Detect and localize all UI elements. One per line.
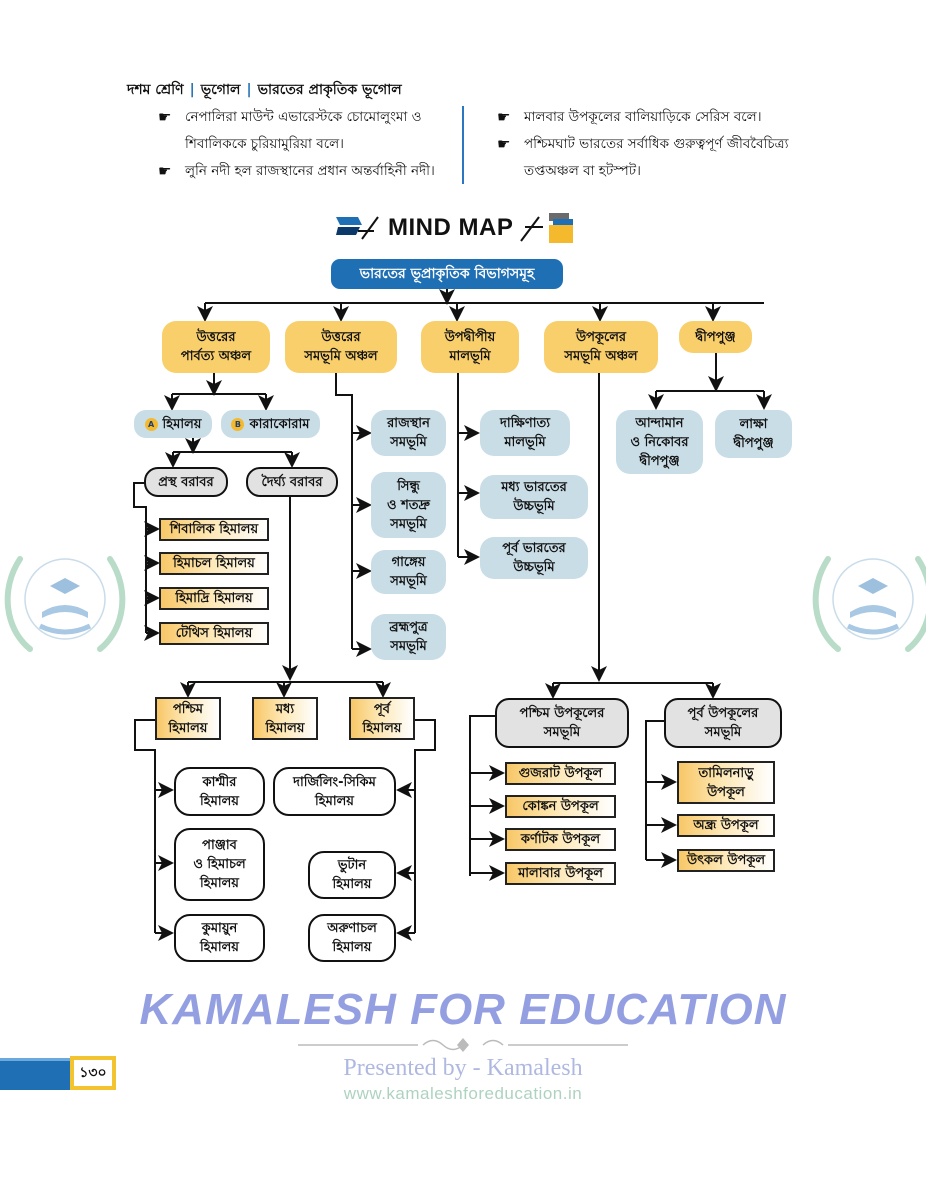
book-stack-icon	[336, 216, 379, 240]
region-western-himalaya: পশ্চিম হিমালয়	[155, 697, 221, 740]
plain-rajasthan: রাজস্থান সমভূমি	[371, 410, 446, 456]
plateau-deccan: দাক্ষিণাত্য মালভূমি	[480, 410, 570, 456]
range-himadri: হিমাদ্রি হিমালয়	[159, 587, 269, 610]
coast-andhra: অন্ধ্র উপকূল	[677, 814, 775, 837]
tips-divider	[462, 106, 464, 184]
tip-item: ☛নেপালিরা মাউন্ট এভারেস্টকে চোমোলুংমা ও …	[158, 104, 458, 158]
root-node: ভারতের ভূপ্রাকৃতিক বিভাগসমূহ	[331, 259, 563, 289]
coast-utkal: উৎকল উপকূল	[677, 849, 775, 872]
coast-konkan: কোঙ্কন উপকূল	[505, 795, 616, 818]
tip-item: ☛পশ্চিমঘাট ভারতের সর্বাধিক গুরুত্বপূর্ণ …	[497, 131, 807, 185]
watermark-url: www.kamaleshforeducation.in	[343, 1084, 583, 1103]
plateau-eastern-highlands: পূর্ব ভারতের উচ্চভূমি	[480, 537, 588, 579]
watermark-flourish	[298, 1038, 628, 1052]
sub-bhutan-himalaya: ভুটান হিমালয়	[308, 851, 396, 899]
along-length-node: দৈর্ঘ্য বরাবর	[246, 467, 338, 497]
sub-darjeeling-sikkim-himalaya: দার্জিলিং-সিকিম হিমালয়	[273, 767, 396, 816]
page-number: ১৩০	[70, 1056, 116, 1090]
plateau-central-highlands: মধ্য ভারতের উচ্চভূমি	[480, 475, 588, 519]
mind-map-heading: MIND MAP	[334, 210, 579, 246]
division-coastal-plains: উপকূলের সমভূমি অঞ্চল	[544, 321, 658, 373]
region-central-himalaya: মধ্য হিমালয়	[252, 697, 318, 740]
coast-tamilnadu: তামিলনাড়ু উপকূল	[677, 761, 775, 804]
sub-punjab-himachal-himalaya: পাঞ্জাব ও হিমাচল হিমালয়	[174, 828, 265, 901]
division-peninsular-plateau: উপদ্বীপীয় মালভূমি	[421, 321, 519, 373]
island-andaman-nicobar: আন্দামান ও নিকোবর দ্বীপপুঞ্জ	[616, 410, 703, 474]
range-himachal: হিমাচল হিমালয়	[159, 552, 269, 575]
watermark-title: KAMALESH FOR EDUCATION	[139, 985, 787, 1034]
watermark-seal-right	[812, 556, 926, 652]
folder-icon	[520, 213, 574, 243]
breadcrumb-separator: |	[189, 82, 195, 98]
division-northern-plains: উত্তরের সমভূমি অঞ্চল	[285, 321, 397, 373]
breadcrumb-chapter: ভারতের প্রাকৃতিক ভূগোল	[257, 82, 402, 98]
watermark-presented-by: Presented by - Kamalesh	[343, 1055, 583, 1081]
breadcrumb-separator: |	[246, 82, 252, 98]
pointing-hand-icon: ☛	[158, 162, 172, 180]
breadcrumb: দশম শ্রেণি | ভূগোল | ভারতের প্রাকৃতিক ভূগোল	[127, 78, 402, 102]
west-coastal-plain: পশ্চিম উপকূলের সমভূমি	[495, 698, 629, 748]
coast-gujarat: গুজরাট উপকূল	[505, 762, 616, 785]
badge-b: B	[231, 417, 245, 431]
sub-kashmir-himalaya: কাশ্মীর হিমালয়	[174, 767, 265, 816]
plain-ganga: গাঙ্গেয় সমভূমি	[371, 550, 446, 594]
tips-left: ☛নেপালিরা মাউন্ট এভারেস্টকে চোমোলুংমা ও …	[158, 104, 458, 185]
breadcrumb-class: দশম শ্রেণি	[127, 82, 184, 98]
tip-item: ☛মালবার উপকূলের বালিয়াড়িকে সেরিস বলে।	[497, 104, 807, 131]
sub-arunachal-himalaya: অরুণাচল হিমালয়	[308, 914, 396, 962]
range-shivalik: শিবালিক হিমালয়	[159, 518, 269, 541]
region-eastern-himalaya: পূর্ব হিমালয়	[349, 697, 415, 740]
division-northern-mountains: উত্তরের পার্বত্য অঞ্চল	[162, 321, 270, 373]
plain-indus-sutlej: সিন্ধু ও শতদ্রু সমভূমি	[371, 472, 446, 538]
east-coastal-plain: পূর্ব উপকূলের সমভূমি	[664, 698, 782, 748]
pointing-hand-icon: ☛	[497, 135, 511, 153]
sub-kumaon-himalaya: কুমায়ুন হিমালয়	[174, 914, 265, 962]
badge-a: A	[144, 417, 158, 431]
plain-brahmaputra: ব্রহ্মপুত্র সমভূমি	[371, 614, 446, 660]
island-lakshadweep: লাক্ষা দ্বীপপুঞ্জ	[715, 410, 792, 458]
breadcrumb-subject: ভূগোল	[200, 82, 241, 98]
pointing-hand-icon: ☛	[158, 108, 172, 126]
division-islands: দ্বীপপুঞ্জ	[679, 321, 752, 353]
across-width-node: প্রস্থ বরাবর	[144, 467, 228, 497]
coast-malabar: মালাবার উপকূল	[505, 862, 616, 885]
mind-map-title: MIND MAP	[388, 214, 514, 241]
range-tethys: টেথিস হিমালয়	[159, 622, 269, 645]
pointing-hand-icon: ☛	[497, 108, 511, 126]
coast-karnataka: কর্ণাটক উপকূল	[505, 828, 616, 851]
tips-right: ☛মালবার উপকূলের বালিয়াড়িকে সেরিস বলে। …	[497, 104, 807, 185]
watermark-seal-left	[4, 556, 126, 652]
tip-item: ☛লুনি নদী হল রাজস্থানের প্রধান অন্তর্বাহ…	[158, 158, 458, 185]
